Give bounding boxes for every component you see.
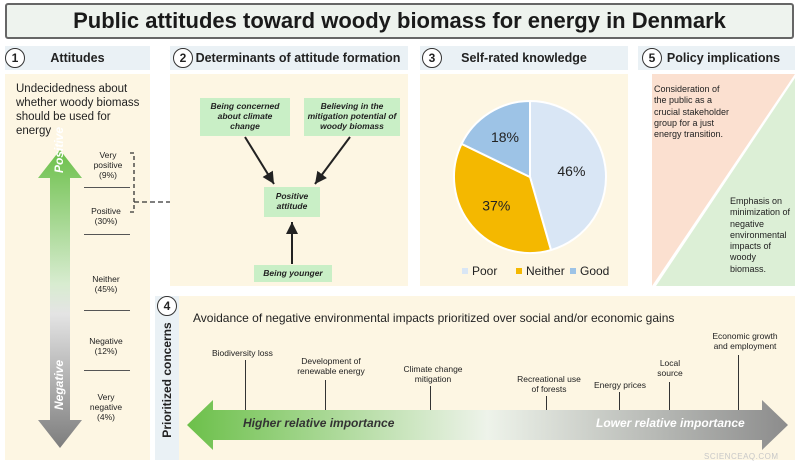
- attitude-arrow: [38, 150, 82, 448]
- pie-label-neither: 37%: [482, 197, 510, 213]
- pie-slice-neither: [453, 142, 553, 254]
- section-4-sidebar: [155, 296, 179, 460]
- concern-climate: Climate change mitigation: [403, 364, 463, 385]
- arrow-top-label: Positive: [52, 126, 66, 174]
- pie-slice-good: [460, 99, 531, 179]
- policy-panel: Consideration of the public as a crucial…: [652, 74, 795, 286]
- watermark: SCIENCEAQ.COM: [704, 452, 779, 461]
- level-label: Very negative: [89, 392, 123, 413]
- attitudes-question: Undecidedness about whether woody biomas…: [16, 83, 140, 138]
- level-value: (45%): [94, 284, 118, 295]
- section-5-number: 5: [642, 48, 662, 68]
- legend-label-good: Good: [580, 264, 609, 278]
- concerns-headline: Avoidance of negative environmental impa…: [193, 311, 675, 325]
- younger-box: Being younger: [254, 265, 332, 282]
- pie-label-good: 18%: [491, 129, 519, 145]
- section-1-header: Attitudes: [5, 46, 150, 70]
- leader-line: [546, 396, 547, 410]
- section-1-number: 1: [5, 48, 25, 68]
- concern-recreational: Recreational use of forests: [517, 374, 581, 395]
- leader-line: [619, 392, 620, 410]
- level-label: Positive: [91, 206, 121, 216]
- tick-line: [84, 310, 130, 311]
- knowledge-pie-chart: 46% 37% 18% Poor Neither Good: [453, 99, 609, 278]
- leader-line: [325, 380, 326, 410]
- concern-biodiversity: Biodiversity loss: [212, 348, 273, 358]
- importance-arrow: [187, 400, 788, 450]
- policy-triangles: [652, 74, 795, 286]
- level-neither: Neither(45%): [86, 274, 126, 294]
- level-value: (12%): [94, 346, 118, 357]
- pie-slice-poor: [529, 99, 607, 252]
- section-2-header: Determinants of attitude formation: [170, 46, 408, 70]
- legend-label-poor: Poor: [472, 264, 497, 278]
- level-label: Neither: [92, 274, 120, 284]
- lower-importance-label: Lower relative importance: [596, 416, 745, 430]
- leader-line: [669, 382, 670, 410]
- level-negative: Negative(12%): [86, 336, 126, 356]
- concern-economic-growth: Economic growth and employment: [712, 331, 778, 352]
- leader-line: [430, 386, 431, 410]
- level-label: Negative: [89, 336, 123, 346]
- higher-importance-label: Higher relative importance: [243, 416, 395, 430]
- section-5-label: Policy implications: [666, 51, 781, 65]
- level-label: Very positive: [93, 150, 123, 171]
- level-value: (9%): [99, 170, 117, 181]
- level-very-negative: Very negative(4%): [86, 392, 126, 423]
- section-4-number: 4: [157, 296, 177, 316]
- attitudes-panel: [5, 74, 150, 460]
- legend-swatch-poor: [462, 268, 468, 274]
- tick-line: [84, 187, 130, 188]
- policy-bottom-text: Emphasis on minimization of negative env…: [730, 196, 791, 274]
- section-4-label: Prioritized concerns: [160, 322, 174, 438]
- concerned-box: Being concerned about climate change: [200, 98, 290, 136]
- positive-attitude-box: Positive attitude: [264, 187, 320, 217]
- concern-energy-prices: Energy prices: [594, 380, 646, 390]
- concern-local-source: Local source: [657, 358, 683, 379]
- tick-line: [84, 234, 130, 235]
- leader-line: [738, 355, 739, 410]
- section-2-label: Determinants of attitude formation: [195, 51, 401, 65]
- arrow-bottom-label: Negative: [52, 359, 66, 411]
- section-3-header: Self-rated knowledge: [420, 46, 628, 70]
- level-very-positive: Very positive(9%): [88, 150, 128, 181]
- page-title: Public attitudes toward woody biomass fo…: [5, 3, 794, 39]
- legend-swatch-neither: [516, 268, 522, 274]
- tick-line: [84, 370, 130, 371]
- legend-label-neither: Neither: [526, 264, 565, 278]
- concern-renewable: Development of renewable energy: [297, 356, 365, 377]
- level-value: (30%): [94, 216, 118, 227]
- policy-top-text: Consideration of the public as a crucial…: [654, 84, 730, 139]
- level-positive: Positive(30%): [86, 206, 126, 226]
- leader-line: [245, 360, 246, 410]
- section-2-number: 2: [173, 48, 193, 68]
- section-1-label: Attitudes: [50, 51, 105, 65]
- level-value: (4%): [97, 412, 115, 423]
- legend-swatch-good: [570, 268, 576, 274]
- believing-box: Believing in the mitigation potential of…: [304, 98, 400, 136]
- section-3-number: 3: [422, 48, 442, 68]
- determinant-arrows: [244, 136, 351, 264]
- section-5-header: Policy implications: [638, 46, 795, 70]
- section-3-label: Self-rated knowledge: [461, 51, 587, 65]
- pie-label-poor: 46%: [557, 163, 585, 179]
